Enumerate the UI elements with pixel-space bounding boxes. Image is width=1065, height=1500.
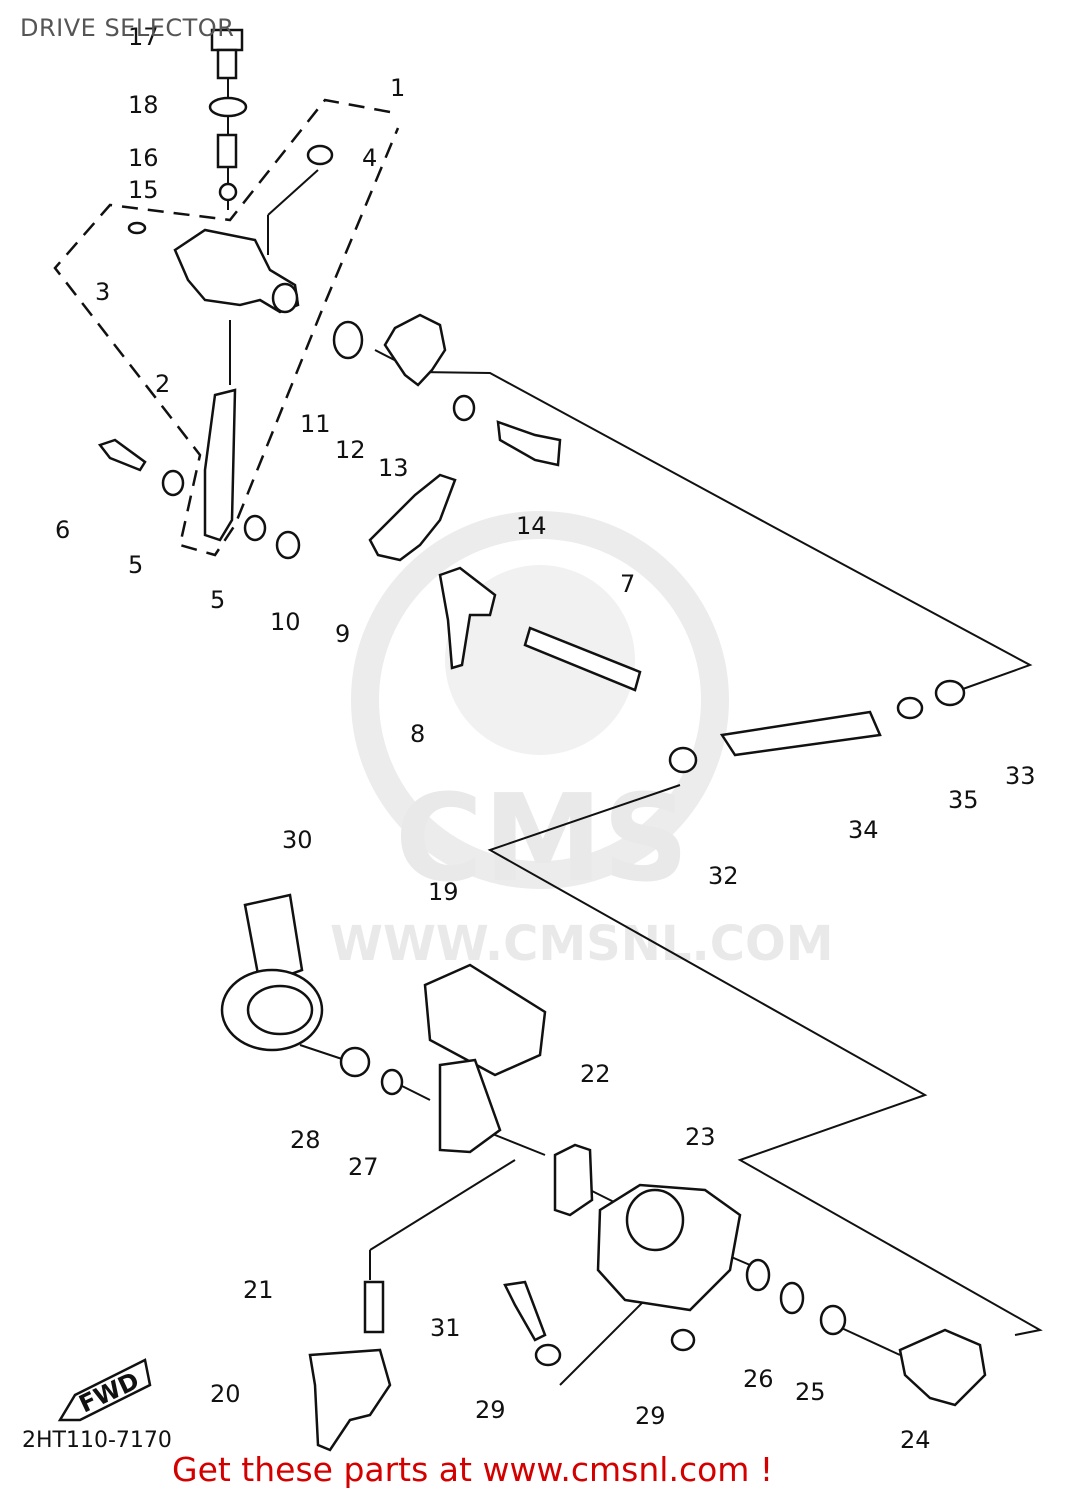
callout-2: 2 [155, 370, 170, 398]
part-12-bracket [383, 313, 447, 387]
callout-6: 6 [55, 516, 70, 544]
part-5-washer [161, 469, 185, 497]
part-9-fork [368, 473, 457, 562]
callout-19: 19 [428, 878, 459, 906]
part-6-bolt [97, 438, 147, 472]
callout-18: 18 [128, 91, 159, 119]
callout-33: 33 [1005, 762, 1036, 790]
part-32-nut [668, 746, 698, 774]
part-20-bracket [308, 1348, 392, 1452]
part-30-band [220, 893, 324, 1052]
callout-24: 24 [900, 1426, 931, 1454]
callout-20: 20 [210, 1380, 241, 1408]
part-13-washer [452, 394, 476, 422]
callout-32: 32 [708, 862, 739, 890]
callout-31: 31 [430, 1314, 461, 1342]
callout-35: 35 [948, 786, 979, 814]
watermark-brand: CMS [395, 770, 689, 909]
callout-27: 27 [348, 1153, 379, 1181]
callout-4: 4 [362, 144, 377, 172]
callout-21: 21 [243, 1276, 274, 1304]
callout-3: 3 [95, 278, 110, 306]
part-25-washer [819, 1304, 847, 1336]
part-14-bolt [496, 420, 562, 467]
part-1-selector-body [173, 228, 300, 314]
part-7-shaft [523, 626, 642, 692]
part-4-ball [306, 144, 334, 166]
part-10-washer [275, 530, 301, 560]
part-5-washer [243, 514, 267, 542]
part-29-grommet [534, 1343, 562, 1367]
part-15-ball [218, 182, 238, 202]
callout-11: 11 [300, 410, 331, 438]
part-28-nut [339, 1046, 371, 1078]
callout-25: 25 [795, 1378, 826, 1406]
callout-7: 7 [620, 570, 635, 598]
callout-labels: 1 2 3 4 5 5 6 7 8 9 10 11 12 13 14 15 16… [55, 23, 1036, 1454]
fwd-arrow-icon: FWD [57, 1358, 152, 1422]
part-11-washer [332, 320, 364, 360]
part-33-nut [934, 679, 966, 707]
part-29-grommet [670, 1328, 696, 1352]
part-27-washer [380, 1068, 404, 1096]
callout-22: 22 [580, 1060, 611, 1088]
footer-link[interactable]: Get these parts at www.cmsnl.com ! [172, 1450, 774, 1489]
callout-34: 34 [848, 816, 879, 844]
part-22-plate [553, 1143, 594, 1217]
callout-30: 30 [282, 826, 313, 854]
callout-17: 17 [128, 23, 159, 51]
callout-15: 15 [128, 176, 159, 204]
callout-26: 26 [743, 1365, 774, 1393]
callout-10: 10 [270, 608, 301, 636]
page-title: DRIVE SELECTOR [20, 14, 235, 42]
callout-23: 23 [685, 1123, 716, 1151]
part-16-spring [216, 133, 238, 169]
part-31-bolt [503, 1280, 547, 1342]
part-19-lever [423, 963, 547, 1154]
part-26-o-ring [745, 1258, 771, 1292]
diagram-code: 2HT110-7170 [22, 1428, 172, 1453]
callout-13: 13 [378, 454, 409, 482]
part-35-collar [896, 696, 924, 720]
callout-1: 1 [390, 74, 405, 102]
callout-12: 12 [335, 436, 366, 464]
watermark-url: WWW.CMSNL.COM [330, 916, 834, 972]
callout-29a: 29 [475, 1396, 506, 1424]
callout-5b: 5 [210, 586, 225, 614]
callout-9: 9 [335, 620, 350, 648]
callout-16: 16 [128, 144, 159, 172]
callout-29b: 29 [635, 1402, 666, 1430]
assembly-1-bracket [53, 98, 400, 557]
part-2-lever [203, 388, 237, 542]
watermark-logo: CMS WWW.CMSNL.COM [330, 511, 834, 972]
fwd-label: FWD [75, 1367, 144, 1419]
callout-28: 28 [290, 1126, 321, 1154]
part-21-spring [363, 1280, 385, 1334]
part-34-shaft [719, 710, 882, 757]
part-8-fork [438, 566, 497, 670]
callout-5a: 5 [128, 551, 143, 579]
callout-8: 8 [410, 720, 425, 748]
part-26-o-ring [779, 1281, 805, 1315]
part-3-pin [127, 221, 147, 235]
part-18-washer [208, 96, 248, 118]
part-23-housing [596, 1183, 742, 1312]
callout-14: 14 [516, 512, 547, 540]
part-24-switch [898, 1328, 987, 1407]
part-17-bolt [210, 28, 244, 80]
